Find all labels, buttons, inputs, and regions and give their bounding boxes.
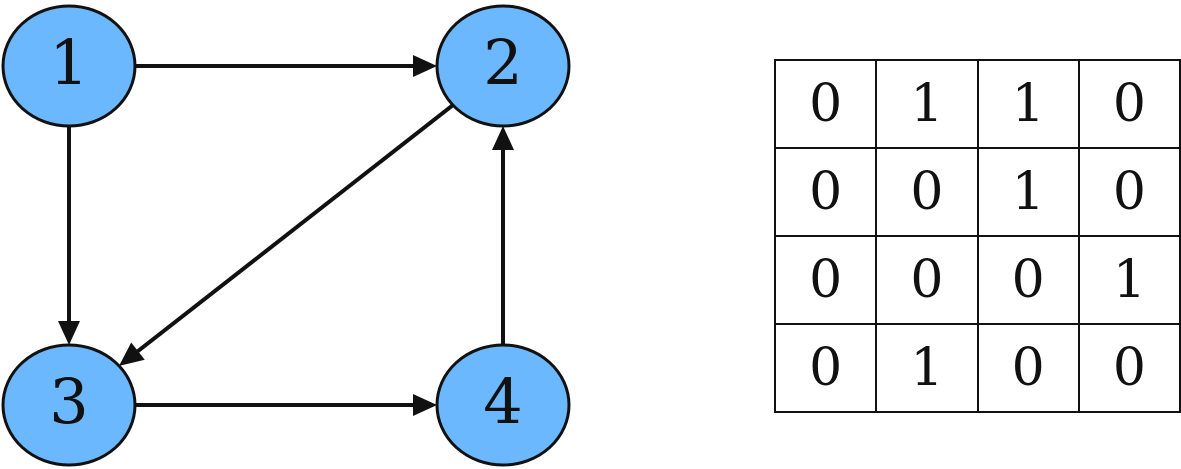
matrix-cell: 0 xyxy=(773,323,878,413)
matrix-cell: 0 xyxy=(773,147,878,237)
edge-line xyxy=(135,103,455,354)
node-circle xyxy=(435,343,571,467)
matrix-cell: 0 xyxy=(976,323,1080,413)
edge-3-to-4 xyxy=(135,394,437,416)
arrowhead-icon xyxy=(119,342,145,366)
matrix-cell: 0 xyxy=(875,235,979,325)
matrix-cell: 0 xyxy=(773,235,878,325)
arrowhead-icon xyxy=(413,55,437,77)
directed-graph: 1 2 3 4 xyxy=(1,4,571,467)
matrix-cell: 1 xyxy=(976,59,1080,149)
node-label: 3 xyxy=(49,365,88,438)
node-4: 4 xyxy=(435,343,571,467)
node-label: 2 xyxy=(483,26,522,99)
matrix-cell: 0 xyxy=(773,59,878,149)
arrowhead-icon xyxy=(413,394,437,416)
matrix-cell: 0 xyxy=(1077,147,1181,237)
arrowhead-icon xyxy=(492,126,514,150)
node-circle xyxy=(435,4,571,128)
edge-1-to-3 xyxy=(58,126,80,345)
matrix-cell: 1 xyxy=(875,323,979,413)
matrix-cell: 0 xyxy=(976,235,1080,325)
node-label: 4 xyxy=(483,365,522,438)
edge-1-to-2 xyxy=(135,55,437,77)
arrowhead-icon xyxy=(58,321,80,345)
node-circle xyxy=(1,343,137,467)
matrix-cell: 1 xyxy=(976,147,1080,237)
matrix-cell: 0 xyxy=(1077,323,1181,413)
matrix-cell: 1 xyxy=(875,59,979,149)
matrix-cell: 1 xyxy=(1077,235,1181,325)
matrix-cell: 0 xyxy=(875,147,979,237)
node-3: 3 xyxy=(1,343,137,467)
node-1: 1 xyxy=(1,4,137,128)
nodes: 1 2 3 4 xyxy=(1,4,571,467)
edge-4-to-2 xyxy=(492,126,514,345)
node-label: 1 xyxy=(49,26,88,99)
edge-2-to-3 xyxy=(119,103,455,366)
edges xyxy=(58,55,514,416)
matrix-cell: 0 xyxy=(1077,59,1181,149)
node-circle xyxy=(1,4,137,128)
node-2: 2 xyxy=(435,4,571,128)
